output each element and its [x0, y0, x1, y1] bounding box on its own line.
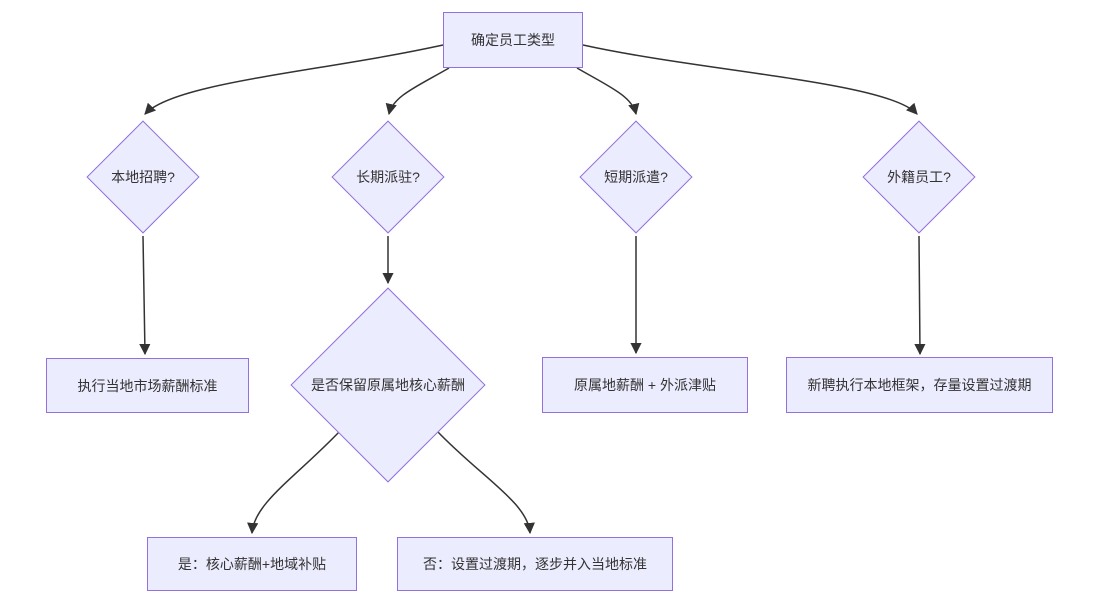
node-determine-employee-type: 确定员工类型: [443, 12, 583, 68]
result-local-market-standard: 执行当地市场薪酬标准: [46, 358, 249, 413]
node-label: 是：核心薪酬+地域补贴: [177, 556, 327, 572]
node-label: 外籍员工?: [887, 169, 951, 185]
node-label: 否：设置过渡期，逐步并入当地标准: [423, 556, 647, 572]
node-label: 新聘执行本地框架，存量设置过渡期: [807, 377, 1032, 393]
edge-foreign-to-result: [914, 235, 926, 356]
result-origin-pay-plus-allowance: 原属地薪酬 + 外派津贴: [542, 357, 748, 413]
node-label: 确定员工类型: [471, 32, 555, 48]
result-no-transition-period: 否：设置过渡期，逐步并入当地标准: [397, 537, 673, 591]
node-label: 短期派遣?: [604, 169, 668, 185]
edge-retain-to-no: [436, 430, 535, 535]
decision-local-hire: 本地招聘?: [86, 120, 200, 234]
result-yes-core-plus-regional: 是：核心薪酬+地域补贴: [147, 537, 357, 591]
node-label: 长期派驻?: [356, 169, 420, 185]
node-label: 是否保留原属地核心薪酬: [311, 377, 465, 393]
result-newhire-local-framework: 新聘执行本地框架，存量设置过渡期: [786, 357, 1053, 413]
decision-shortterm-dispatch: 短期派遣?: [579, 120, 693, 234]
node-label: 本地招聘?: [111, 169, 175, 185]
edge-root-to-longterm: [385, 67, 450, 116]
edge-retain-to-yes: [247, 430, 341, 535]
decision-longterm-assignment: 长期派驻?: [331, 120, 445, 234]
edge-root-to-shortterm: [576, 67, 640, 116]
edge-root-to-foreign: [582, 44, 918, 115]
decision-foreign-employee: 外籍员工?: [862, 120, 976, 234]
node-label: 执行当地市场薪酬标准: [77, 377, 218, 394]
edge-local-to-result: [139, 235, 151, 356]
edge-root-to-local: [144, 44, 444, 115]
node-label: 原属地薪酬 + 外派津贴: [574, 377, 716, 393]
decision-retain-origin-core-pay: 是否保留原属地核心薪酬: [290, 287, 486, 483]
